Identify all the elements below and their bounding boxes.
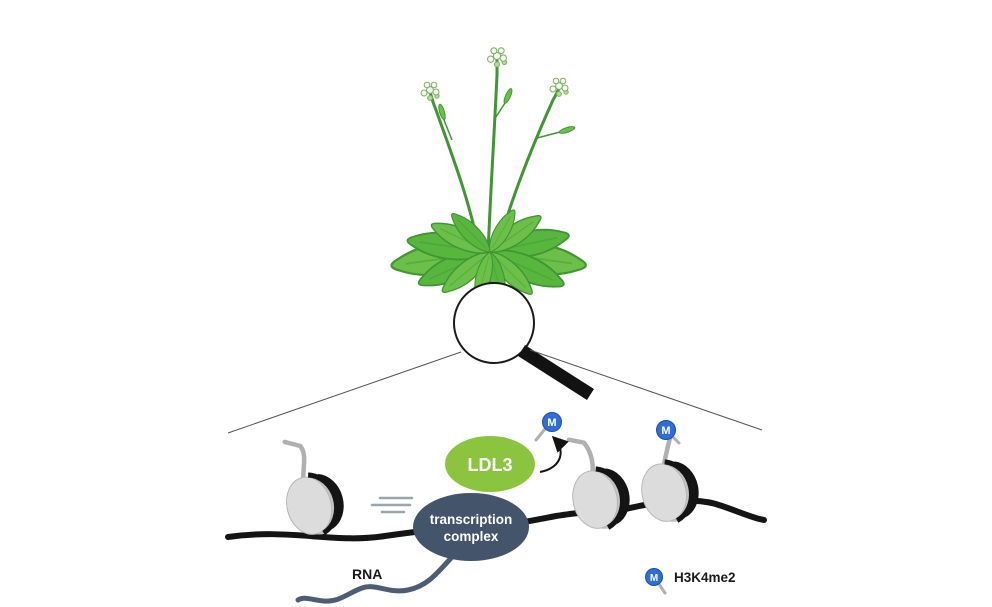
transcription-complex-label-line2: complex [444, 529, 499, 544]
legend: M H3K4me2 [645, 568, 736, 595]
plant-flowers [420, 47, 569, 101]
magnifier [453, 282, 594, 400]
zoom-line-right [529, 349, 763, 431]
motion-lines [370, 496, 414, 514]
flower-cluster [487, 47, 508, 68]
methyl-mark-attached: M [656, 420, 681, 445]
legend-label: H3K4me2 [674, 570, 736, 585]
nucleosome-middle [566, 437, 630, 530]
rna-label: RNA [352, 566, 382, 582]
nucleosome-left [282, 439, 344, 536]
methyl-letter: M [650, 573, 658, 584]
flower-cluster [549, 77, 569, 97]
methyl-mark-floating: M [534, 412, 562, 442]
transcription-complex-label-line1: transcription [430, 512, 513, 527]
arabidopsis-plant [388, 47, 589, 302]
nucleosome-right [641, 431, 699, 523]
seed-pod [558, 126, 576, 134]
dna-strand [225, 497, 767, 542]
zoom-line-left [227, 351, 462, 434]
rna-transcript [295, 554, 455, 604]
removal-arrow [539, 435, 569, 473]
transcription-complex: transcription complex [413, 493, 529, 561]
methyl-letter: M [547, 417, 556, 429]
ldl3-protein: LDL3 [445, 436, 535, 492]
seed-pod [503, 88, 513, 104]
magnifier-lens [453, 282, 535, 364]
ldl3-label: LDL3 [468, 455, 513, 475]
flower-cluster [420, 81, 440, 101]
histone-tail [282, 439, 307, 483]
histone-tail [566, 437, 595, 476]
methyl-letter: M [661, 425, 670, 437]
magnifier-handle [518, 345, 594, 400]
seed-pod [438, 103, 446, 121]
legend-methyl-icon: M [645, 568, 667, 595]
